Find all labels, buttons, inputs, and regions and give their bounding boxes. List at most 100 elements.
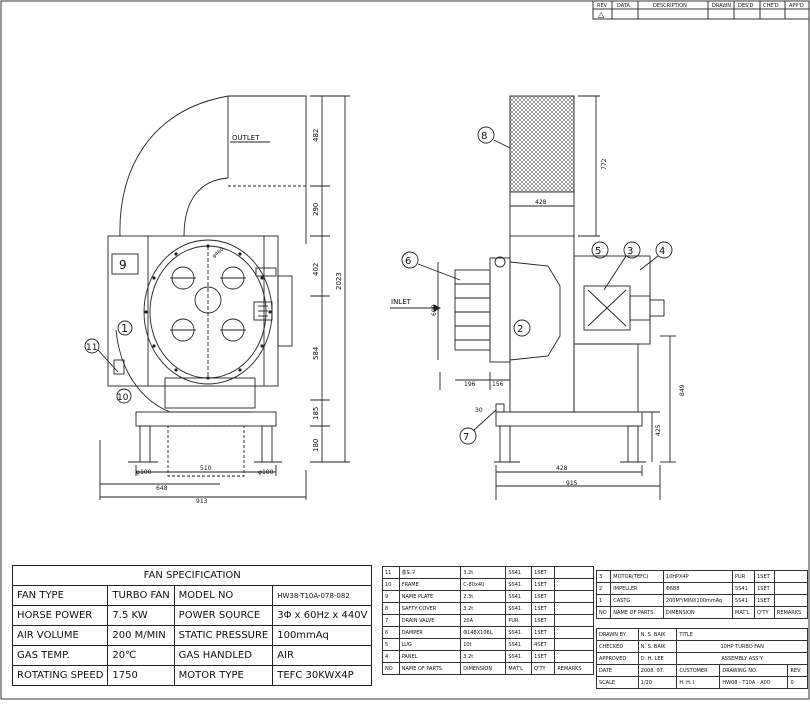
dim-196: 196: [464, 381, 476, 388]
parts-cell: 200M³/MINX100mmAq: [662, 594, 734, 607]
parts-cell: 4: [382, 650, 400, 663]
callout-10: 10: [117, 393, 129, 403]
parts-cell: Φ148X106L: [460, 626, 507, 639]
title-block: DRAWN BY N. S. BAIK TITLE CHECKED N. S. …: [596, 628, 808, 698]
parts-cell: SS41: [505, 578, 533, 591]
parts-cell: 1SET: [531, 602, 556, 615]
dim-428-bottom: 428: [556, 465, 568, 472]
approved-label: APPROVED: [596, 652, 639, 665]
spec-value: 20℃: [107, 645, 175, 666]
parts-cell: [554, 566, 594, 579]
spec-value: 100mmAq: [272, 625, 373, 646]
rev-header-desd: DES'D: [738, 3, 754, 9]
callout-9: 9: [119, 258, 127, 272]
drawn-by-value: N. S. BAIK: [637, 628, 678, 641]
parts-cell: [554, 626, 594, 639]
parts-cell: IMPELLER: [610, 582, 664, 595]
callout-3: 3: [627, 246, 633, 257]
callout-circle-1: [117, 320, 133, 336]
side-view-labels: INLET 428 772 608 196 156 849 425 30 428…: [391, 131, 686, 487]
parts-cell: SS41: [505, 602, 533, 615]
lug: [494, 256, 506, 268]
rev-label: REV: [787, 664, 808, 677]
parts-cell: MAT'L: [505, 662, 533, 675]
parts-cell: 1: [595, 594, 612, 607]
ring-diameter-label: φ460: [211, 247, 225, 260]
date-label: DATE: [596, 664, 639, 677]
parts-cell: 10: [382, 578, 400, 591]
parts-cell: C-80x40: [460, 578, 507, 591]
dim-phi100-right: φ100: [258, 469, 274, 476]
dim-185: 185: [312, 407, 320, 420]
parts-cell: [554, 650, 594, 663]
scroll-housing-top: [119, 95, 306, 237]
parts-cell: 10t: [460, 638, 507, 651]
dim-482: 482: [312, 129, 320, 142]
checked-value: N. S. BAIK: [637, 640, 678, 653]
parts-cell: 10HPX4P: [662, 570, 734, 583]
rev-triangle-symbol: △: [598, 10, 605, 19]
parts-cell: SS41: [732, 594, 756, 607]
parts-cell: 20A: [460, 614, 507, 627]
dim-180: 180: [312, 439, 320, 452]
drawing-no-label: DRAWING NO.: [719, 664, 789, 677]
inlet-label: INLET: [391, 298, 412, 306]
parts-cell: NAME PLATE: [398, 590, 462, 603]
dim-913: 913: [196, 498, 208, 505]
spec-value: 1750: [107, 665, 175, 686]
dim-915: 915: [566, 480, 578, 487]
callout-4: 4: [659, 246, 665, 257]
parts-cell: 1SET: [531, 614, 556, 627]
parts-cell: 3.2t: [460, 650, 507, 663]
spec-row: ROTATING SPEED 1750 MOTOR TYPE TEFC 30KW…: [11, 665, 373, 686]
spec-value: 7.5 KW: [107, 605, 175, 626]
date-value: 2008. 07.: [637, 664, 678, 677]
parts-cell: [554, 590, 594, 603]
drawing-no-value: HW08 - T10A - A00: [719, 676, 789, 689]
spec-label: FAN TYPE: [11, 585, 109, 606]
parts-cell: 1SET: [531, 566, 556, 579]
callout-circle-3: [623, 241, 641, 259]
inlet-cone: [509, 261, 561, 361]
parts-cell: Φ688: [662, 582, 734, 595]
parts-cell: SS41: [505, 590, 533, 603]
parts-cell: 4SET: [531, 638, 556, 651]
fan-spec-title: FAN SPECIFICATION: [11, 565, 373, 586]
title-line1: 10HP TURBO FAN: [676, 640, 808, 653]
drain-valve: [495, 403, 505, 413]
spec-value: TEFC 30KWX4P: [272, 665, 373, 686]
housing-skirt: [115, 329, 250, 413]
rev-header-rev: REV: [597, 3, 608, 9]
approved-value: D. H. LEE: [637, 652, 678, 665]
callout-circle-10: [116, 388, 132, 404]
callout-7: 7: [463, 432, 469, 443]
rev-header-description: DESCRIPTION: [653, 3, 687, 9]
title-label: TITLE: [676, 628, 808, 641]
parts-cell: 2: [595, 582, 612, 595]
parts-cell: 3.2t: [460, 566, 507, 579]
parts-cell: [554, 602, 594, 615]
spec-label: GAS HANDLED: [173, 645, 274, 666]
base-frame: [135, 411, 277, 427]
callout-circle-2: [513, 319, 531, 337]
motor-stand: [573, 343, 639, 413]
dim-290: 290: [312, 203, 320, 216]
parts-cell: 3: [595, 570, 612, 583]
customer-value: H. H. I: [676, 676, 721, 689]
parts-cell: 1SET: [754, 570, 775, 583]
front-view: [84, 95, 350, 500]
callout-6: 6: [405, 256, 411, 267]
callout-11: 11: [86, 343, 97, 353]
scroll-inner-curve: [183, 177, 229, 237]
parts-cell: 1SET: [531, 626, 556, 639]
